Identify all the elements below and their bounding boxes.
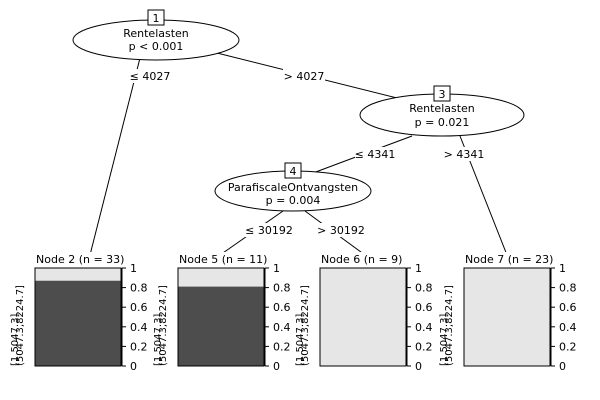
y-tick-label: 1: [415, 262, 422, 275]
terminal-node-7: Node 7 (n = 23) [1,5047.3] (5047.3,8224.…: [439, 252, 553, 367]
y-tick-label: 0.4: [415, 321, 433, 334]
edge-label: ≤ 4341: [355, 148, 396, 161]
edge-line-1-2: [89, 57, 141, 256]
class-label: [1,5047.3]: [295, 314, 306, 366]
y-tick-label: 0.6: [130, 301, 148, 314]
inner-node-4: 4 ParafiscaleOntvangsten p = 0.004: [214, 162, 372, 212]
y-axes: [121, 268, 552, 366]
y-tick-label: 0.6: [559, 301, 577, 314]
y-tick-label: 1: [130, 262, 137, 275]
p-value: p = 0.004: [266, 194, 321, 207]
bar-light: [464, 268, 550, 366]
y-tick-label: 0.4: [273, 321, 291, 334]
y-tick-label: 0.8: [130, 282, 148, 295]
bar-dark: [35, 280, 121, 366]
class-label: [1,5047.3]: [153, 314, 164, 366]
y-tick-label: 0.4: [559, 321, 577, 334]
terminal-nodes: Node 2 (n = 33) [1,5047.3] (5047.3,8224.…: [10, 252, 577, 373]
y-tick-label: 0.6: [415, 301, 433, 314]
panel-frame: [319, 267, 407, 367]
panel-frame: [463, 267, 551, 367]
y-tick-label: 1: [559, 262, 566, 275]
class-label: (5047.3,8224.7]: [300, 285, 311, 366]
y-tick-label: 0.2: [559, 340, 577, 353]
node-id: 1: [153, 12, 160, 25]
y-tick-label: 0: [415, 360, 422, 373]
terminal-title: Node 5 (n = 11): [179, 253, 267, 266]
panel-frame: [34, 267, 122, 367]
p-value: p < 0.001: [129, 40, 184, 53]
class-label: (5047.3,8224.7]: [15, 285, 26, 366]
class-label: [1,5047.3]: [439, 314, 450, 366]
terminal-node-2: Node 2 (n = 33) [1,5047.3] (5047.3,8224.…: [10, 252, 124, 367]
edge-label: > 30192: [317, 224, 365, 237]
y-tick-label: 0: [559, 360, 566, 373]
split-variable: Rentelasten: [123, 27, 189, 40]
bar-light: [320, 268, 406, 366]
inner-node-3: 3 Rentelasten p = 0.021: [359, 85, 525, 137]
inner-node-1: 1 Rentelasten p < 0.001: [72, 9, 240, 61]
terminal-title: Node 2 (n = 33): [36, 253, 124, 266]
y-tick-label: 0.6: [273, 301, 291, 314]
p-value: p = 0.021: [415, 116, 470, 129]
y-tick-label: 0: [130, 360, 137, 373]
y-tick-label: 0.2: [130, 340, 148, 353]
y-axis-ticks: 0 0.2 0.4 0.6 0.8 1 0 0.2 0.4 0.6 0.8 1 0 0.2 0.4 0.6 0.…: [122, 262, 577, 373]
node-id: 3: [439, 88, 446, 101]
edge-label: ≤ 30192: [245, 224, 293, 237]
y-tick-label: 0.2: [273, 340, 291, 353]
bar-dark: [178, 286, 264, 366]
y-tick-label: 0.2: [415, 340, 433, 353]
y-tick-label: 0.8: [415, 282, 433, 295]
edge-label: ≤ 4027: [130, 70, 171, 83]
y-tick-label: 0: [273, 360, 280, 373]
y-tick-label: 0.4: [130, 321, 148, 334]
terminal-node-6: Node 6 (n = 9) [1,5047.3] (5047.3,8224.7…: [295, 252, 408, 367]
class-label: [1,5047.3]: [10, 314, 21, 366]
terminal-node-5: Node 5 (n = 11) [1,5047.3] (5047.3,8224.…: [153, 252, 267, 367]
y-tick-label: 0.8: [559, 282, 577, 295]
class-label: (5047.3,8224.7]: [158, 285, 169, 366]
split-variable: Rentelasten: [409, 102, 475, 115]
class-label: (5047.3,8224.7]: [444, 285, 455, 366]
edge-label: > 4341: [444, 148, 485, 161]
panel-frame: [177, 267, 265, 367]
edge-labels: ≤ 4027 > 4027 ≤ 4341 > 4341 ≤ 30192 > 30…: [130, 69, 485, 237]
edge-label: > 4027: [284, 70, 325, 83]
y-tick-label: 0.8: [273, 282, 291, 295]
split-variable: ParafiscaleOntvangsten: [228, 181, 358, 194]
terminal-title: Node 6 (n = 9): [321, 253, 402, 266]
terminal-title: Node 7 (n = 23): [465, 253, 553, 266]
y-tick-label: 1: [273, 262, 280, 275]
node-id: 4: [290, 165, 297, 178]
